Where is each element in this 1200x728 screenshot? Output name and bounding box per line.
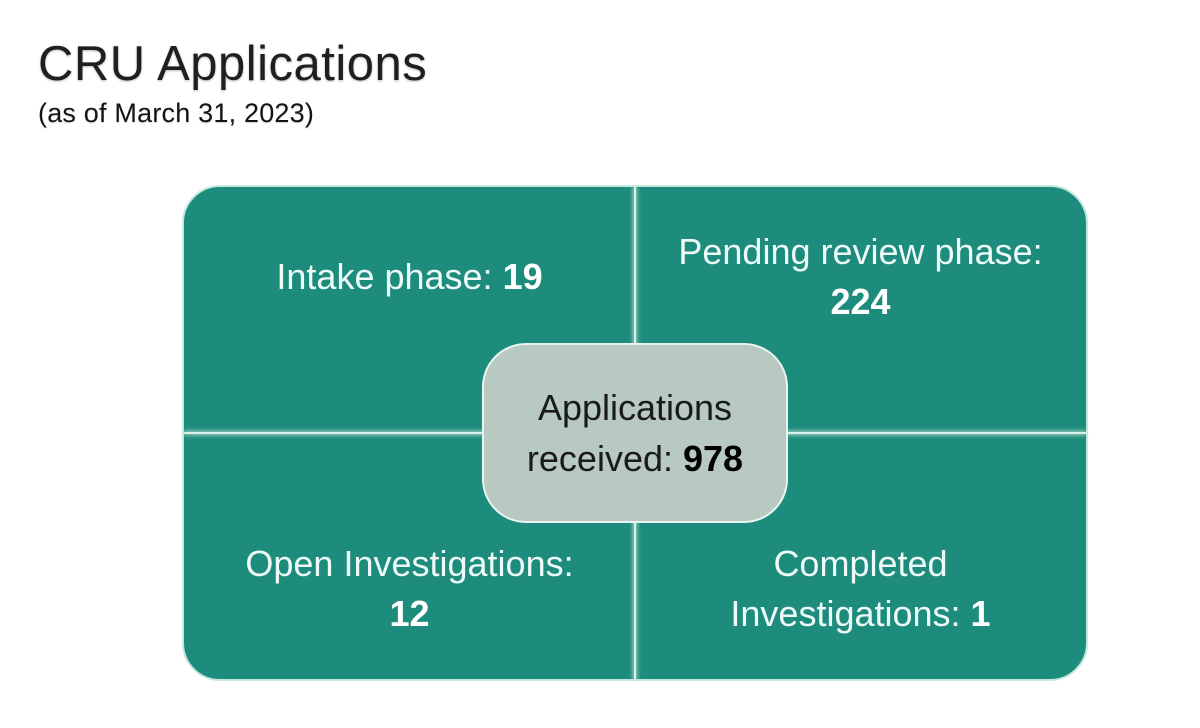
- quadrant-pending-review-phase: Pending review phase:224: [635, 187, 1086, 433]
- page-title: CRU Applications: [38, 37, 428, 91]
- quadrant-open-investigations: Open Investigations:12: [184, 433, 635, 679]
- quadrant-intake-phase: Intake phase: 19: [184, 187, 635, 433]
- quadrant-open-investigations-text: Open Investigations:12: [245, 542, 574, 634]
- quadrant-intake-phase-text: Intake phase: 19: [276, 255, 543, 297]
- title-block: CRU Applications (as of March 31, 2023): [38, 36, 427, 129]
- page-subtitle: (as of March 31, 2023): [38, 98, 315, 129]
- quadrant-pending-review-phase-text: Pending review phase:224: [678, 230, 1043, 322]
- quadrant-diagram: Intake phase: 19 Pending review phase:22…: [182, 185, 1088, 681]
